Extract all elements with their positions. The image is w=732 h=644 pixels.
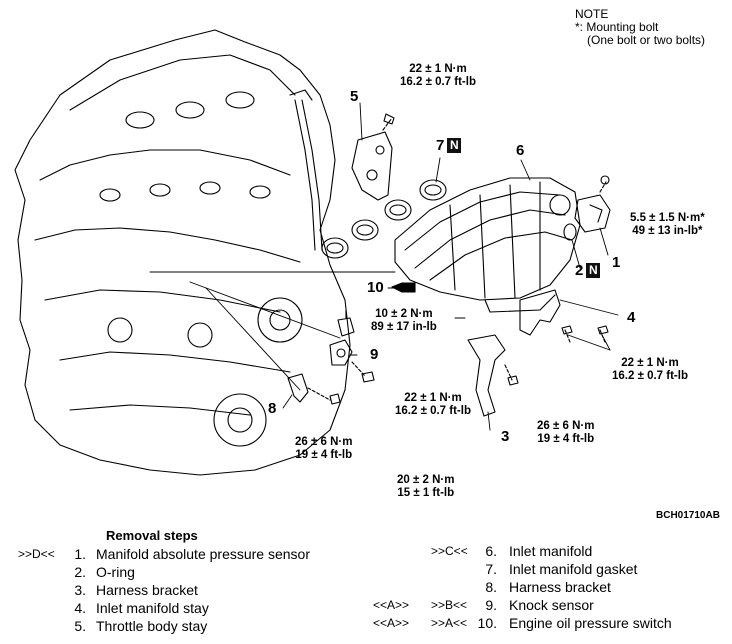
callout-9: 9: [370, 346, 379, 363]
step-number: 9.: [485, 597, 497, 613]
step-mark: >>D<<: [18, 547, 55, 561]
inlet-manifold-gaskets-drawing: [321, 179, 447, 259]
map-sensor-drawing: [563, 175, 611, 241]
step-label: Manifold absolute pressure sensor: [96, 546, 311, 562]
inlet-manifold-stay-drawing: [519, 289, 609, 343]
removal-steps-title: Removal steps: [106, 528, 198, 543]
leader-lines: [149, 102, 619, 431]
step-number: 2.: [74, 564, 86, 580]
step-mark: >>B<<: [431, 598, 468, 612]
step-label: Harness bracket: [509, 579, 611, 595]
torque-spec-knock-sensor: 20 ± 2 N·m 15 ± 1 ft-lb: [397, 474, 455, 499]
note-line-1: *: Mounting bolt: [575, 20, 659, 34]
removal-step-row: >>D<< 1. Manifold absolute pressure sensor: [18, 545, 358, 563]
note-line-2: (One bolt or two bolts): [587, 33, 706, 47]
torque-spec-map-sensor: 5.5 ± 1.5 N·m* 49 ± 13 in-lb*: [630, 212, 705, 237]
step-label: Engine oil pressure switch: [509, 615, 672, 631]
removal-step-row: >>C<< 6. Inlet manifold: [373, 542, 718, 560]
step-number: 6.: [485, 543, 497, 559]
step-number: 1.: [74, 546, 86, 562]
n-mark-2: N: [586, 263, 601, 278]
oil-pressure-switch-drawing: [337, 309, 355, 337]
callout-5: 5: [350, 88, 359, 105]
callout-1: 1: [612, 254, 621, 271]
engine-block-drawing: [14, 29, 351, 476]
harness-bracket-8-drawing: [287, 373, 341, 405]
step-number: 3.: [74, 582, 86, 598]
step-label: Inlet manifold stay: [96, 600, 209, 616]
torque-spec-stay-bolts: 22 ± 1 N·m 16.2 ± 0.7 ft-lb: [612, 357, 688, 382]
step-label: Inlet manifold: [509, 543, 593, 559]
step-label: Knock sensor: [509, 597, 594, 613]
throttle-body-stay-drawing: [351, 113, 395, 201]
step-number: 4.: [74, 600, 86, 616]
n-mark-7: N: [447, 138, 462, 153]
harness-bracket-3-drawing: [467, 334, 519, 417]
inlet-manifold-drawing: [394, 177, 581, 313]
step-number: 10.: [477, 615, 497, 631]
callout-10-arrow: [391, 282, 416, 293]
torque-spec-oil-switch: 10 ± 2 N·m 89 ± 17 in-lb: [371, 308, 437, 333]
figure-code: BCH01710AB: [656, 510, 720, 521]
removal-step-row: <<A>> >>A<< 10. Engine oil pressure switch: [373, 614, 718, 632]
note-block: NOTE *: Mounting bolt (One bolt or two b…: [575, 8, 705, 47]
step-label: Inlet manifold gasket: [509, 561, 638, 577]
step-label: Harness bracket: [96, 582, 198, 598]
callout-8: 8: [268, 400, 277, 417]
removal-steps-left: >>D<< 1. Manifold absolute pressure sensor…: [18, 545, 358, 635]
step-mark: <<A>>: [373, 616, 410, 630]
removal-step-row: 3. Harness bracket: [18, 581, 358, 599]
knock-sensor-drawing: [329, 339, 375, 383]
exploded-view-diagram: [14, 29, 619, 476]
removal-step-row: 7. Inlet manifold gasket: [373, 560, 718, 578]
torque-spec-harness-bracket-8: 26 ± 6 N·m 19 ± 4 ft-lb: [295, 436, 353, 461]
step-number: 5.: [74, 618, 86, 634]
step-mark: >>A<<: [431, 616, 468, 630]
torque-spec-center: 22 ± 1 N·m 16.2 ± 0.7 ft-lb: [395, 392, 471, 417]
torque-spec-harness-bracket-3: 26 ± 6 N·m 19 ± 4 ft-lb: [537, 420, 595, 445]
step-number: 7.: [485, 561, 497, 577]
step-label: Throttle body stay: [96, 618, 208, 634]
callout-4: 4: [627, 309, 636, 326]
step-number: 8.: [485, 579, 497, 595]
step-mark: >>C<<: [431, 544, 468, 558]
callout-10: 10: [367, 279, 384, 296]
removal-step-row: 4. Inlet manifold stay: [18, 599, 358, 617]
removal-step-row: 2. O-ring: [18, 563, 358, 581]
removal-step-row: 5. Throttle body stay: [18, 617, 358, 635]
callout-3: 3: [501, 428, 510, 445]
callout-6: 6: [516, 142, 525, 159]
torque-spec-top: 22 ± 1 N·m 16.2 ± 0.7 ft-lb: [400, 63, 476, 88]
step-mark: <<A>>: [373, 598, 410, 612]
step-label: O-ring: [96, 564, 135, 580]
note-title: NOTE: [575, 7, 609, 21]
removal-step-row: 8. Harness bracket: [373, 578, 718, 596]
removal-steps-right: >>C<< 6. Inlet manifold 7. Inlet manifold ga…: [373, 542, 718, 632]
removal-step-row: <<A>> >>B<< 9. Knock sensor: [373, 596, 718, 614]
